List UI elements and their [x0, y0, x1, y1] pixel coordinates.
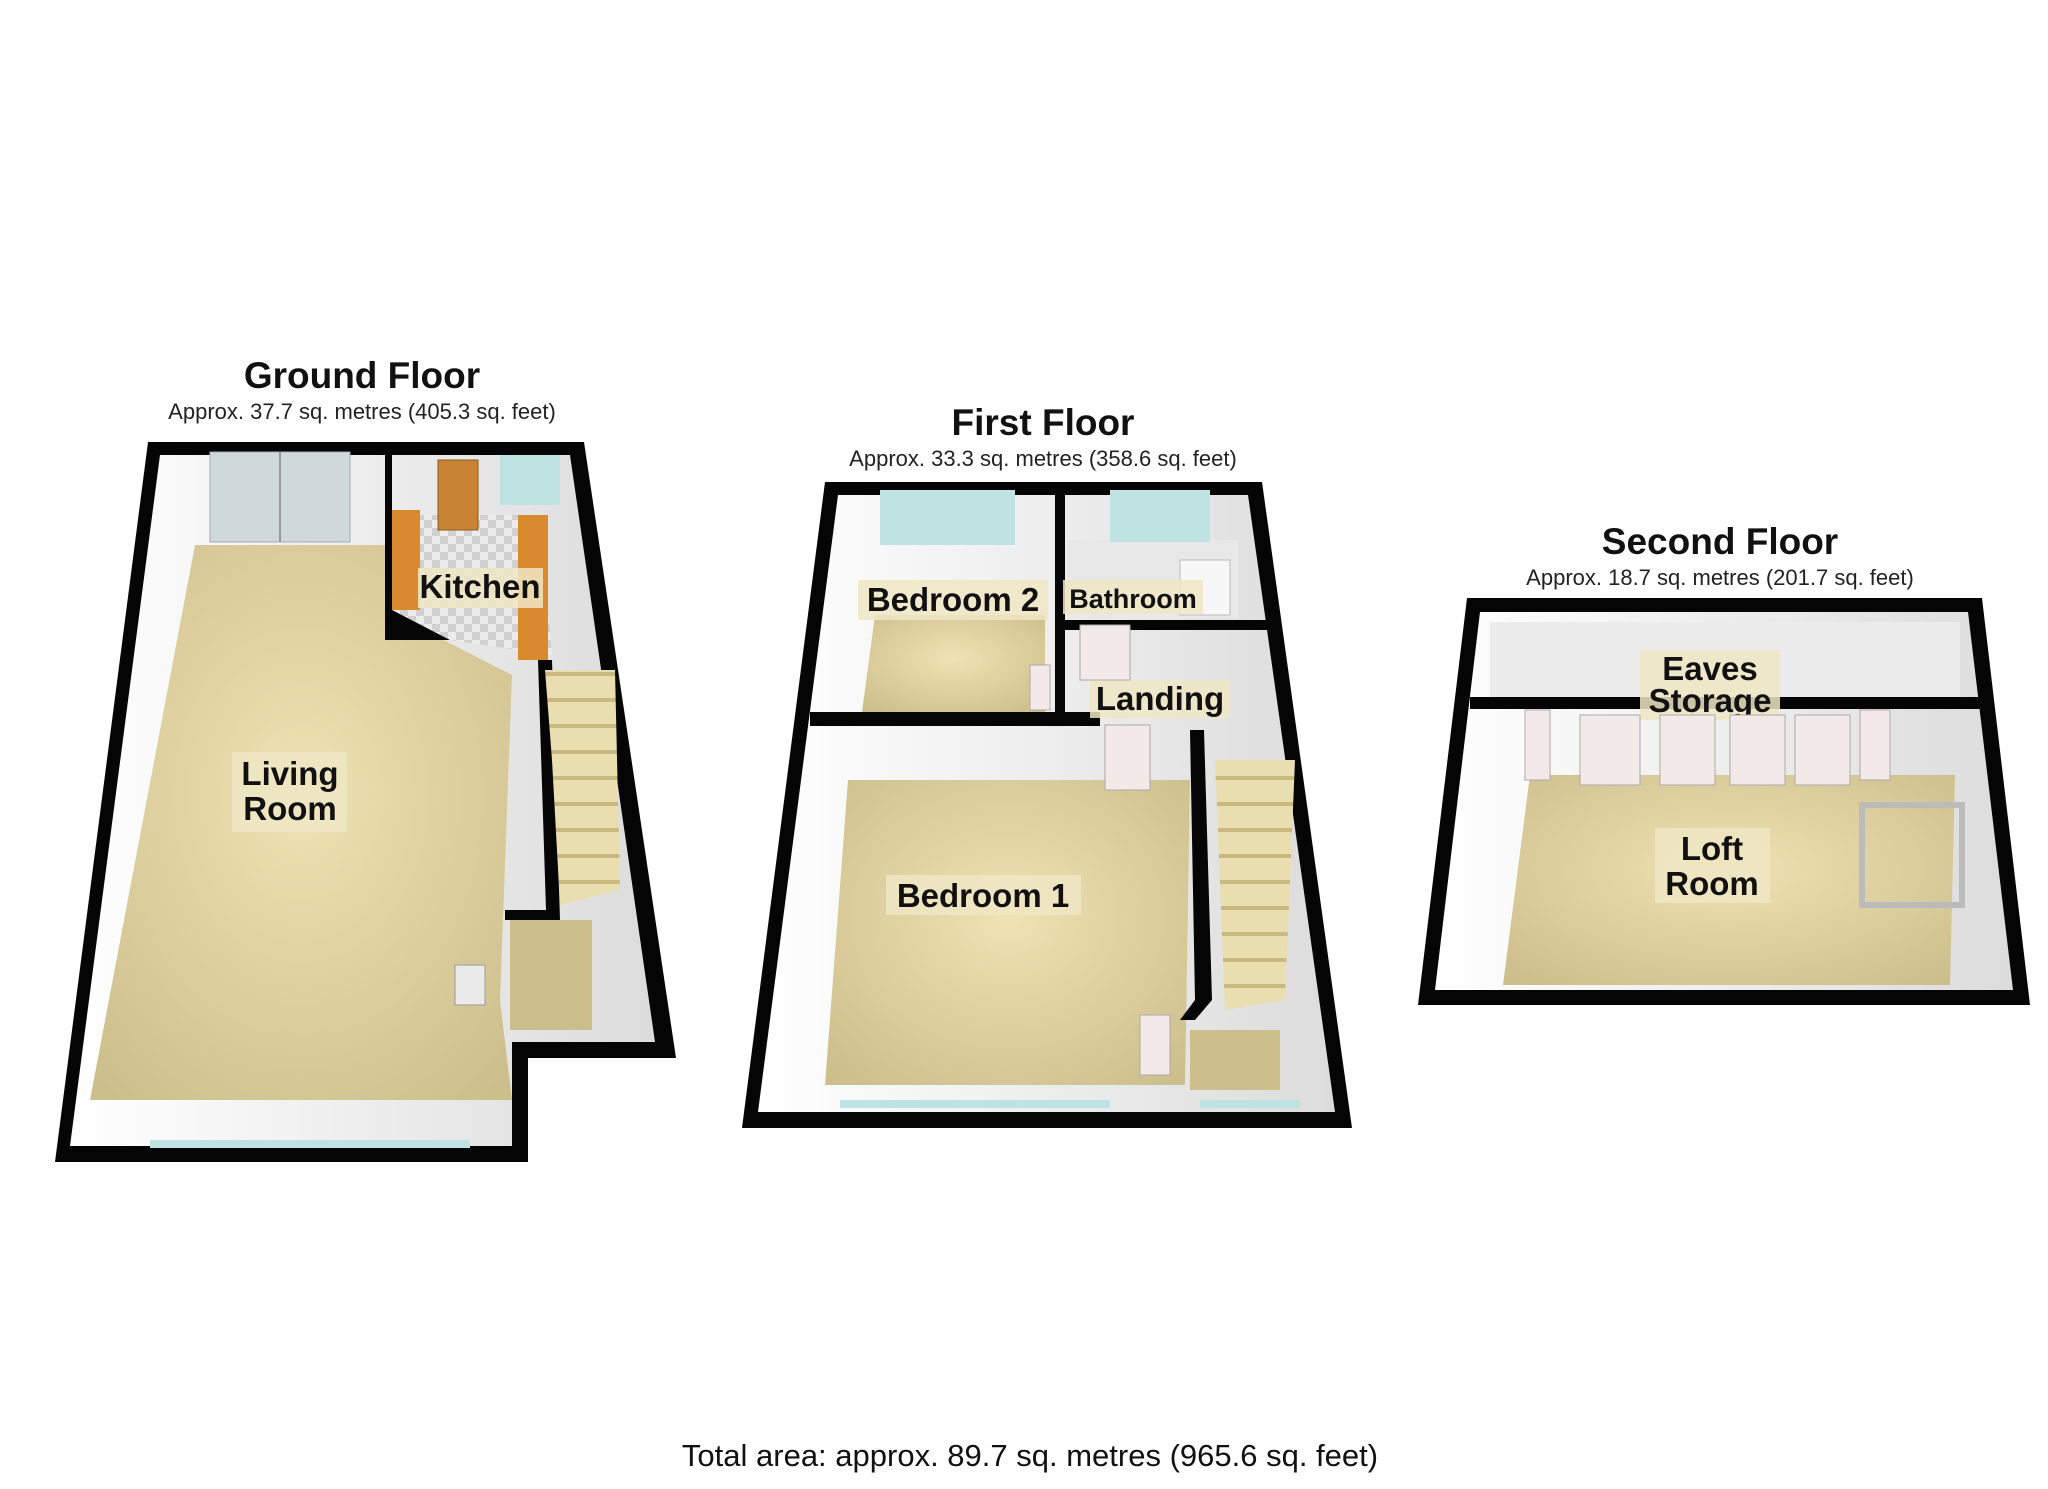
first-floor-stair-wall [1180, 730, 1212, 1020]
bathroom-wall [1065, 620, 1275, 630]
first-floor-area: Approx. 33.3 sq. metres (358.6 sq. feet) [849, 446, 1237, 471]
bathroom-label-bg [1063, 580, 1203, 614]
bedroom-1-label-bg [886, 875, 1081, 915]
loft-room-label-line2: Room [1665, 865, 1759, 902]
bathroom-window [1110, 490, 1210, 542]
second-floor: Second Floor Approx. 18.7 sq. metres (20… [1418, 521, 2030, 1005]
bedroom-2-label-bg [858, 580, 1048, 620]
first-floor-hall-floor [1190, 1030, 1280, 1090]
eaves-storage-label-bg [1640, 650, 1780, 720]
bedroom-2-label: Bedroom 2 [867, 581, 1039, 618]
bedroom-2-floor [862, 615, 1045, 712]
stair-partition-wall [505, 660, 560, 920]
eaves-door-4 [1729, 714, 1786, 786]
living-room-label-bg [232, 752, 347, 832]
eaves-door-2 [1579, 714, 1641, 786]
living-room-label-line1: Living [241, 755, 338, 792]
loft-stair-rail [1859, 802, 1965, 908]
eaves-storage-label-line1: Eaves [1662, 650, 1757, 687]
kitchen-partition-wall [385, 455, 450, 640]
eaves-door-3 [1659, 714, 1716, 786]
bedroom-1-door [1104, 724, 1151, 791]
total-area: Total area: approx. 89.7 sq. metres (965… [682, 1438, 1378, 1473]
ground-floor-hall-floor [510, 920, 592, 1030]
landing-label: Landing [1096, 680, 1224, 717]
ground-floor-area: Approx. 37.7 sq. metres (405.3 sq. feet) [168, 399, 556, 424]
bathroom-door [1079, 624, 1131, 681]
bedroom-2-window [880, 490, 1015, 545]
kitchen-label-bg [418, 568, 543, 608]
bedroom-1-front-window [840, 1100, 1110, 1108]
first-floor-stairs [1215, 760, 1295, 1010]
first-floor-front-window-2 [1200, 1100, 1300, 1108]
living-room-label-line2: Room [243, 790, 337, 827]
ground-floor-title: Ground Floor [244, 355, 480, 396]
eaves-storage-label-line2: Storage [1649, 682, 1772, 719]
second-floor-title: Second Floor [1602, 521, 1838, 562]
kitchen-worktop-left [392, 510, 420, 610]
ground-floor-stairs [545, 670, 620, 905]
kitchen-door [437, 459, 479, 531]
eaves-door-6 [1859, 709, 1891, 781]
kitchen-label: Kitchen [419, 568, 540, 605]
eaves-door-1 [1524, 709, 1551, 781]
bedroom-2-door [1029, 664, 1051, 711]
front-window [150, 1140, 470, 1148]
second-floor-area: Approx. 18.7 sq. metres (201.7 sq. feet) [1526, 565, 1914, 590]
bathroom-label: Bathroom [1069, 584, 1197, 614]
first-floor-title: First Floor [952, 402, 1135, 443]
bedroom-2-wall [1055, 495, 1065, 715]
bedroom-1-label: Bedroom 1 [897, 877, 1069, 914]
bedroom-divider-wall [810, 712, 1100, 726]
kitchen-window [500, 455, 560, 505]
bedroom-1-floor [825, 780, 1190, 1085]
loft-room-label-line1: Loft [1681, 830, 1743, 867]
loft-room-label-bg [1655, 828, 1770, 903]
front-door [1139, 1014, 1171, 1076]
eaves-door-5 [1794, 714, 1851, 786]
radiator [454, 964, 486, 1006]
landing-label-bg [1090, 680, 1230, 718]
first-floor: First Floor Approx. 33.3 sq. metres (358… [742, 402, 1352, 1128]
ground-floor: Ground Floor Approx. 37.7 sq. metres (40… [55, 355, 676, 1162]
